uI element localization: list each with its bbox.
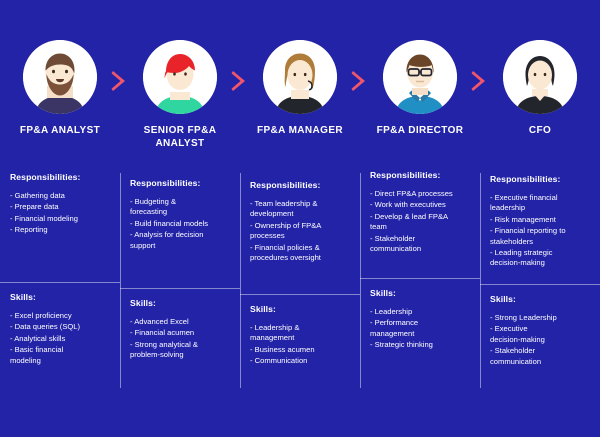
skills-list: - Leadership - Performance management - …	[370, 307, 473, 351]
list-item: - Develop & lead FP&A team	[370, 211, 449, 232]
skills-block: Skills: - Leadership - Performance manag…	[370, 166, 473, 352]
list-item: - Budgeting & forecasting	[130, 197, 177, 217]
list-item: - Business acumen	[250, 344, 315, 354]
responsibilities-list: - Budgeting & forecasting - Build financ…	[130, 197, 233, 251]
skills-list: - Advanced Excel - Financial acumen - St…	[130, 317, 233, 361]
list-item: - Leading strategic decision-making	[490, 248, 553, 268]
responsibilities-block: Responsibilities: - Gathering data - Pre…	[10, 166, 113, 236]
role-title: FP&A MANAGER	[256, 125, 344, 136]
role-column-senior-fpa-analyst: SENIOR FP&A ANALYST	[120, 40, 245, 150]
list-item: - Executive decision-making	[490, 324, 545, 344]
responsibilities-block: Responsibilities: - Team leadership & de…	[250, 166, 353, 263]
skills-list: - Excel proficiency - Data queries (SQL)…	[10, 311, 113, 366]
role-title: CFO	[528, 125, 552, 136]
detail-grid: Responsibilities: - Gathering data - Pre…	[0, 166, 600, 406]
list-item: - Data queries (SQL)	[10, 322, 81, 332]
list-item: - Analytical skills	[10, 333, 66, 343]
avatar-blonde-woman-icon	[263, 40, 337, 114]
responsibilities-heading: Responsibilities:	[10, 172, 81, 182]
responsibilities-list: - Direct FP&A processes - Work with exec…	[370, 189, 473, 254]
skills-block: Skills: - Leadership & management - Busi…	[250, 166, 353, 368]
role-title: FP&A ANALYST	[19, 125, 101, 136]
list-item: - Financial acumen	[130, 328, 195, 338]
list-item: - Prepare data	[10, 202, 59, 212]
detail-column-fpa-manager: Responsibilities: - Team leadership & de…	[240, 166, 360, 406]
list-item: - Leadership	[370, 307, 413, 316]
section-divider	[120, 288, 240, 289]
list-item: - Stakeholder communication	[370, 233, 422, 254]
responsibilities-list: - Executive financial leadership - Risk …	[490, 193, 593, 269]
arrow-2	[231, 70, 247, 92]
skills-block: Skills: - Strong Leadership - Executive …	[490, 166, 593, 368]
section-divider	[480, 284, 600, 285]
list-item: - Financial policies & procedures oversi…	[250, 242, 321, 263]
list-item: - Basic financial modeling	[10, 345, 64, 365]
avatar-dark-hair-woman-icon	[503, 40, 577, 114]
skills-block: Skills: - Excel proficiency - Data queri…	[10, 166, 113, 367]
column-divider	[480, 173, 481, 388]
list-item: - Stakeholder communication	[490, 346, 542, 366]
responsibilities-heading: Responsibilities:	[250, 180, 321, 190]
list-item: - Executive financial leadership	[490, 193, 558, 213]
list-item: - Strong analytical & problem-solving	[130, 339, 198, 360]
role-title: SENIOR FP&A ANALYST	[143, 125, 217, 149]
skills-list: - Leadership & management - Business acu…	[250, 323, 353, 367]
list-item: - Ownership of FP&A processes	[250, 220, 322, 241]
responsibilities-list: - Team leadership & development - Owners…	[250, 199, 353, 263]
list-item: - Excel proficiency	[10, 311, 72, 320]
detail-column-cfo: Responsibilities: - Executive financial …	[480, 166, 600, 406]
arrow-1	[111, 70, 127, 92]
role-column-fpa-analyst: FP&A ANALYST	[0, 40, 125, 138]
skills-heading: Skills:	[10, 292, 37, 302]
column-divider	[360, 173, 361, 388]
skills-heading: Skills:	[130, 298, 157, 308]
list-item: - Leadership & management	[250, 323, 300, 343]
list-item: - Financial reporting to stakeholders	[490, 226, 566, 246]
responsibilities-heading: Responsibilities:	[130, 178, 201, 188]
responsibilities-heading: Responsibilities:	[370, 170, 441, 180]
list-item: - Strategic thinking	[370, 340, 433, 350]
responsibilities-list: - Gathering data - Prepare data - Financ…	[10, 191, 113, 236]
avatar-bearded-man-icon	[23, 40, 97, 114]
responsibilities-block: Responsibilities: - Budgeting & forecast…	[130, 166, 233, 251]
list-item: - Performance management	[370, 318, 419, 338]
role-column-fpa-manager: FP&A MANAGER	[240, 40, 365, 138]
detail-column-fpa-analyst: Responsibilities: - Gathering data - Pre…	[0, 166, 120, 406]
list-item: - Work with executives	[370, 200, 446, 210]
skills-heading: Skills:	[490, 294, 517, 304]
detail-column-senior-fpa-analyst: Responsibilities: - Budgeting & forecast…	[120, 166, 240, 406]
role-column-cfo: CFO	[480, 40, 600, 138]
list-item: - Direct FP&A processes	[370, 189, 453, 198]
list-item: - Analysis for decision support	[130, 230, 204, 250]
column-divider	[120, 173, 121, 388]
list-item: - Team leadership & development	[250, 199, 318, 219]
list-item: - Communication	[250, 356, 308, 366]
role-column-fpa-director: FP&A DIRECTOR	[360, 40, 485, 138]
responsibilities-heading: Responsibilities:	[490, 174, 561, 184]
avatar-red-hair-woman-icon	[143, 40, 217, 114]
responsibilities-block: Responsibilities: - Direct FP&A processe…	[370, 166, 473, 254]
skills-list: - Strong Leadership - Executive decision…	[490, 313, 593, 367]
list-item: - Advanced Excel	[130, 317, 189, 326]
arrow-3	[351, 70, 367, 92]
list-item: - Gathering data	[10, 191, 65, 200]
skills-block: Skills: - Advanced Excel - Financial acu…	[130, 166, 233, 362]
list-item: - Reporting	[10, 225, 48, 235]
avatar-man-glasses-icon	[383, 40, 457, 114]
section-divider	[360, 278, 480, 279]
list-item: - Strong Leadership	[490, 313, 557, 322]
role-title: FP&A DIRECTOR	[376, 125, 464, 136]
column-divider	[240, 173, 241, 388]
roles-row: FP&A ANALYST SENIOR FP&A ANALYST	[0, 40, 600, 165]
list-item: - Risk management	[490, 214, 556, 224]
section-divider	[0, 282, 120, 283]
detail-column-fpa-director: Responsibilities: - Direct FP&A processe…	[360, 166, 480, 406]
responsibilities-block: Responsibilities: - Executive financial …	[490, 166, 593, 269]
list-item: - Build financial models	[130, 218, 209, 228]
list-item: - Financial modeling	[10, 213, 78, 223]
arrow-4	[471, 70, 487, 92]
skills-heading: Skills:	[370, 288, 397, 298]
skills-heading: Skills:	[250, 304, 277, 314]
section-divider	[240, 294, 360, 295]
